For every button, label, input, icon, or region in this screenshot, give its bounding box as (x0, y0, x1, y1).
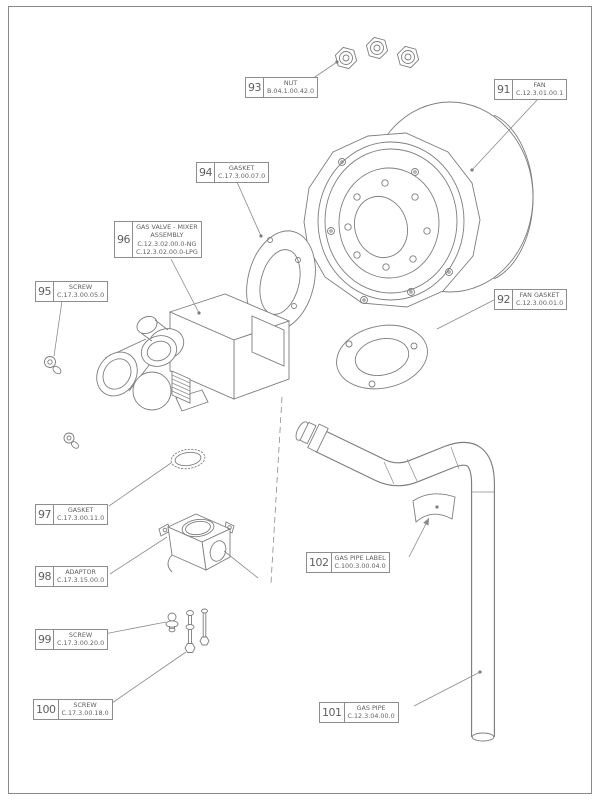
part-name: GAS VALVE - MIXER (136, 223, 198, 231)
part-code: C.17.3.00.20.0 (57, 639, 105, 648)
part-number: 93 (246, 78, 264, 97)
part-code: C.17.3.00.07.0 (218, 172, 266, 181)
part-name: GASKET (67, 506, 94, 514)
part-code: C.100.3.00.04.0 (334, 562, 386, 571)
screw-99-part (165, 612, 179, 633)
part-name: NUT (283, 79, 298, 87)
part-name: SCREW (68, 283, 93, 291)
gas-valve-mixer-part (96, 293, 291, 412)
fan-gasket-part (336, 324, 428, 390)
part-code: B.04.1.00.42.0 (267, 87, 315, 96)
part-number: 95 (36, 282, 54, 301)
part-number: 91 (495, 80, 513, 99)
fan-part (303, 101, 534, 308)
part-name: FAN GASKET (519, 291, 560, 299)
part-code: C.12.3.04.00.0 (347, 712, 395, 721)
part-code: C.12.3.02.00.0-NG (137, 239, 197, 248)
screw-small-part (63, 432, 79, 449)
part-code: C.17.3.15.00.0 (57, 576, 105, 585)
part-code: C.17.3.00.05.0 (57, 291, 105, 300)
leader-lines (53, 60, 538, 707)
gasket-97-part (170, 448, 206, 470)
part-code: C.17.3.00.18.0 (61, 709, 109, 718)
part-name: GASKET (228, 164, 255, 172)
part-name: SCREW (73, 701, 97, 709)
part-number: 100 (34, 700, 59, 719)
part-code: C.12.3.01.00.1 (516, 89, 564, 98)
part-number: 99 (36, 630, 54, 649)
part-name: ASSEMBLY (150, 231, 184, 240)
part-number: 98 (36, 567, 54, 586)
part-code: C.12.3.02.00.0-LPG (136, 247, 198, 256)
part-code: C.12.3.00.01.0 (516, 299, 564, 308)
assembly-axis-dashed-line (270, 396, 283, 584)
gas-pipe-part (295, 421, 495, 742)
part-name: SCREW (68, 631, 93, 639)
part-name: FAN (533, 81, 546, 89)
part-number: 102 (307, 553, 332, 572)
part-code: C.17.3.00.11.0 (57, 514, 105, 523)
screw-95-part (44, 356, 62, 375)
part-number: 101 (320, 703, 345, 722)
part-name: ADAPTOR (65, 568, 96, 576)
part-number: 97 (36, 505, 54, 524)
part-number: 94 (197, 163, 215, 182)
part-number: 92 (495, 290, 513, 309)
page-border (8, 6, 592, 794)
screw-100-parts (184, 608, 210, 653)
gas-pipe-label-part (412, 493, 456, 523)
part-name: GAS PIPE (356, 704, 386, 712)
part-number: 96 (115, 222, 133, 258)
nut-parts (334, 36, 420, 70)
part-name: GAS PIPE LABEL (334, 554, 386, 562)
adaptor-part (158, 513, 235, 573)
